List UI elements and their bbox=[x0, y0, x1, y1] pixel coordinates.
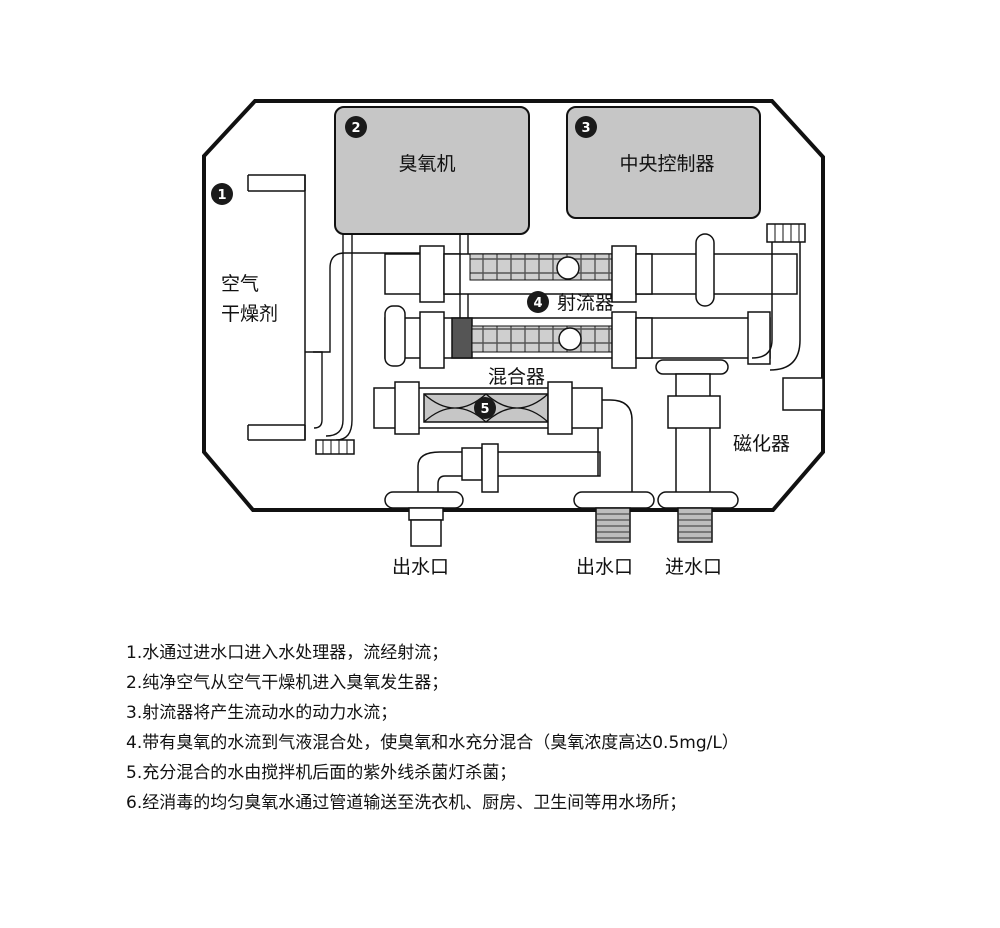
badge-ejector bbox=[527, 291, 549, 313]
svg-text:3: 3 bbox=[581, 121, 590, 136]
ozone-machine-label: 臭氧机 bbox=[398, 153, 455, 175]
ejector-label: 射流器 bbox=[557, 292, 614, 314]
process-steps: 1.水通过进水口进入水处理器，流经射流； 2.纯净空气从空气干燥机进入臭氧发生器… bbox=[126, 638, 986, 818]
outlet-right-label: 出水口 bbox=[576, 556, 633, 578]
mixer: 5 混合器 bbox=[373, 366, 633, 500]
magnetizer: 磁化器 bbox=[655, 359, 790, 505]
inlet-label: 进水口 bbox=[665, 556, 722, 578]
step-6: 6.经消毒的均匀臭氧水通过管道输送至洗衣机、厨房、卫生间等用水场所； bbox=[126, 793, 687, 813]
right-riser bbox=[695, 223, 824, 411]
svg-text:5: 5 bbox=[480, 402, 489, 417]
central-controller: 3 中央控制器 bbox=[566, 106, 761, 219]
step-3: 3.射流器将产生流动水的动力水流； bbox=[126, 703, 398, 723]
badge-air-dryer bbox=[211, 183, 233, 205]
ejector-lower bbox=[384, 305, 771, 369]
bracket-left bbox=[384, 491, 464, 547]
water-treatment-diagram: 2 臭氧机 3 中央控制器 1 空气 干燥剂 bbox=[202, 99, 825, 578]
bracket-right bbox=[657, 491, 739, 543]
svg-text:4: 4 bbox=[533, 296, 542, 311]
dryer-fitting bbox=[315, 439, 355, 455]
svg-text:1: 1 bbox=[217, 188, 226, 203]
ozone-machine: 2 臭氧机 bbox=[334, 106, 530, 235]
central-controller-label: 中央控制器 bbox=[619, 153, 714, 175]
badge-mixer bbox=[474, 397, 496, 419]
step-1: 1.水通过进水口进入水处理器，流经射流； bbox=[126, 643, 449, 663]
step-4: 4.带有臭氧的水流到气液混合处，使臭氧和水充分混合（臭氧浓度高达0.5mg/L） bbox=[126, 733, 739, 753]
mixer-label: 混合器 bbox=[488, 366, 545, 388]
outlet-piping bbox=[417, 428, 601, 500]
air-dryer: 1 空气 干燥剂 bbox=[211, 174, 306, 441]
step-2: 2.纯净空气从空气干燥机进入臭氧发生器； bbox=[126, 673, 449, 693]
bracket-mid bbox=[573, 491, 655, 543]
badge-central-controller bbox=[575, 116, 597, 138]
air-dryer-label-line2: 干燥剂 bbox=[221, 303, 278, 325]
air-dryer-label-line1: 空气 bbox=[221, 273, 259, 295]
badge-ozone-machine bbox=[345, 116, 367, 138]
step-5: 5.充分混合的水由搅拌机后面的紫外线杀菌灯杀菌； bbox=[126, 763, 517, 783]
ejector-upper bbox=[384, 245, 798, 303]
svg-text:2: 2 bbox=[351, 121, 360, 136]
magnetizer-label: 磁化器 bbox=[733, 433, 790, 455]
outlet-left-label: 出水口 bbox=[392, 556, 449, 578]
